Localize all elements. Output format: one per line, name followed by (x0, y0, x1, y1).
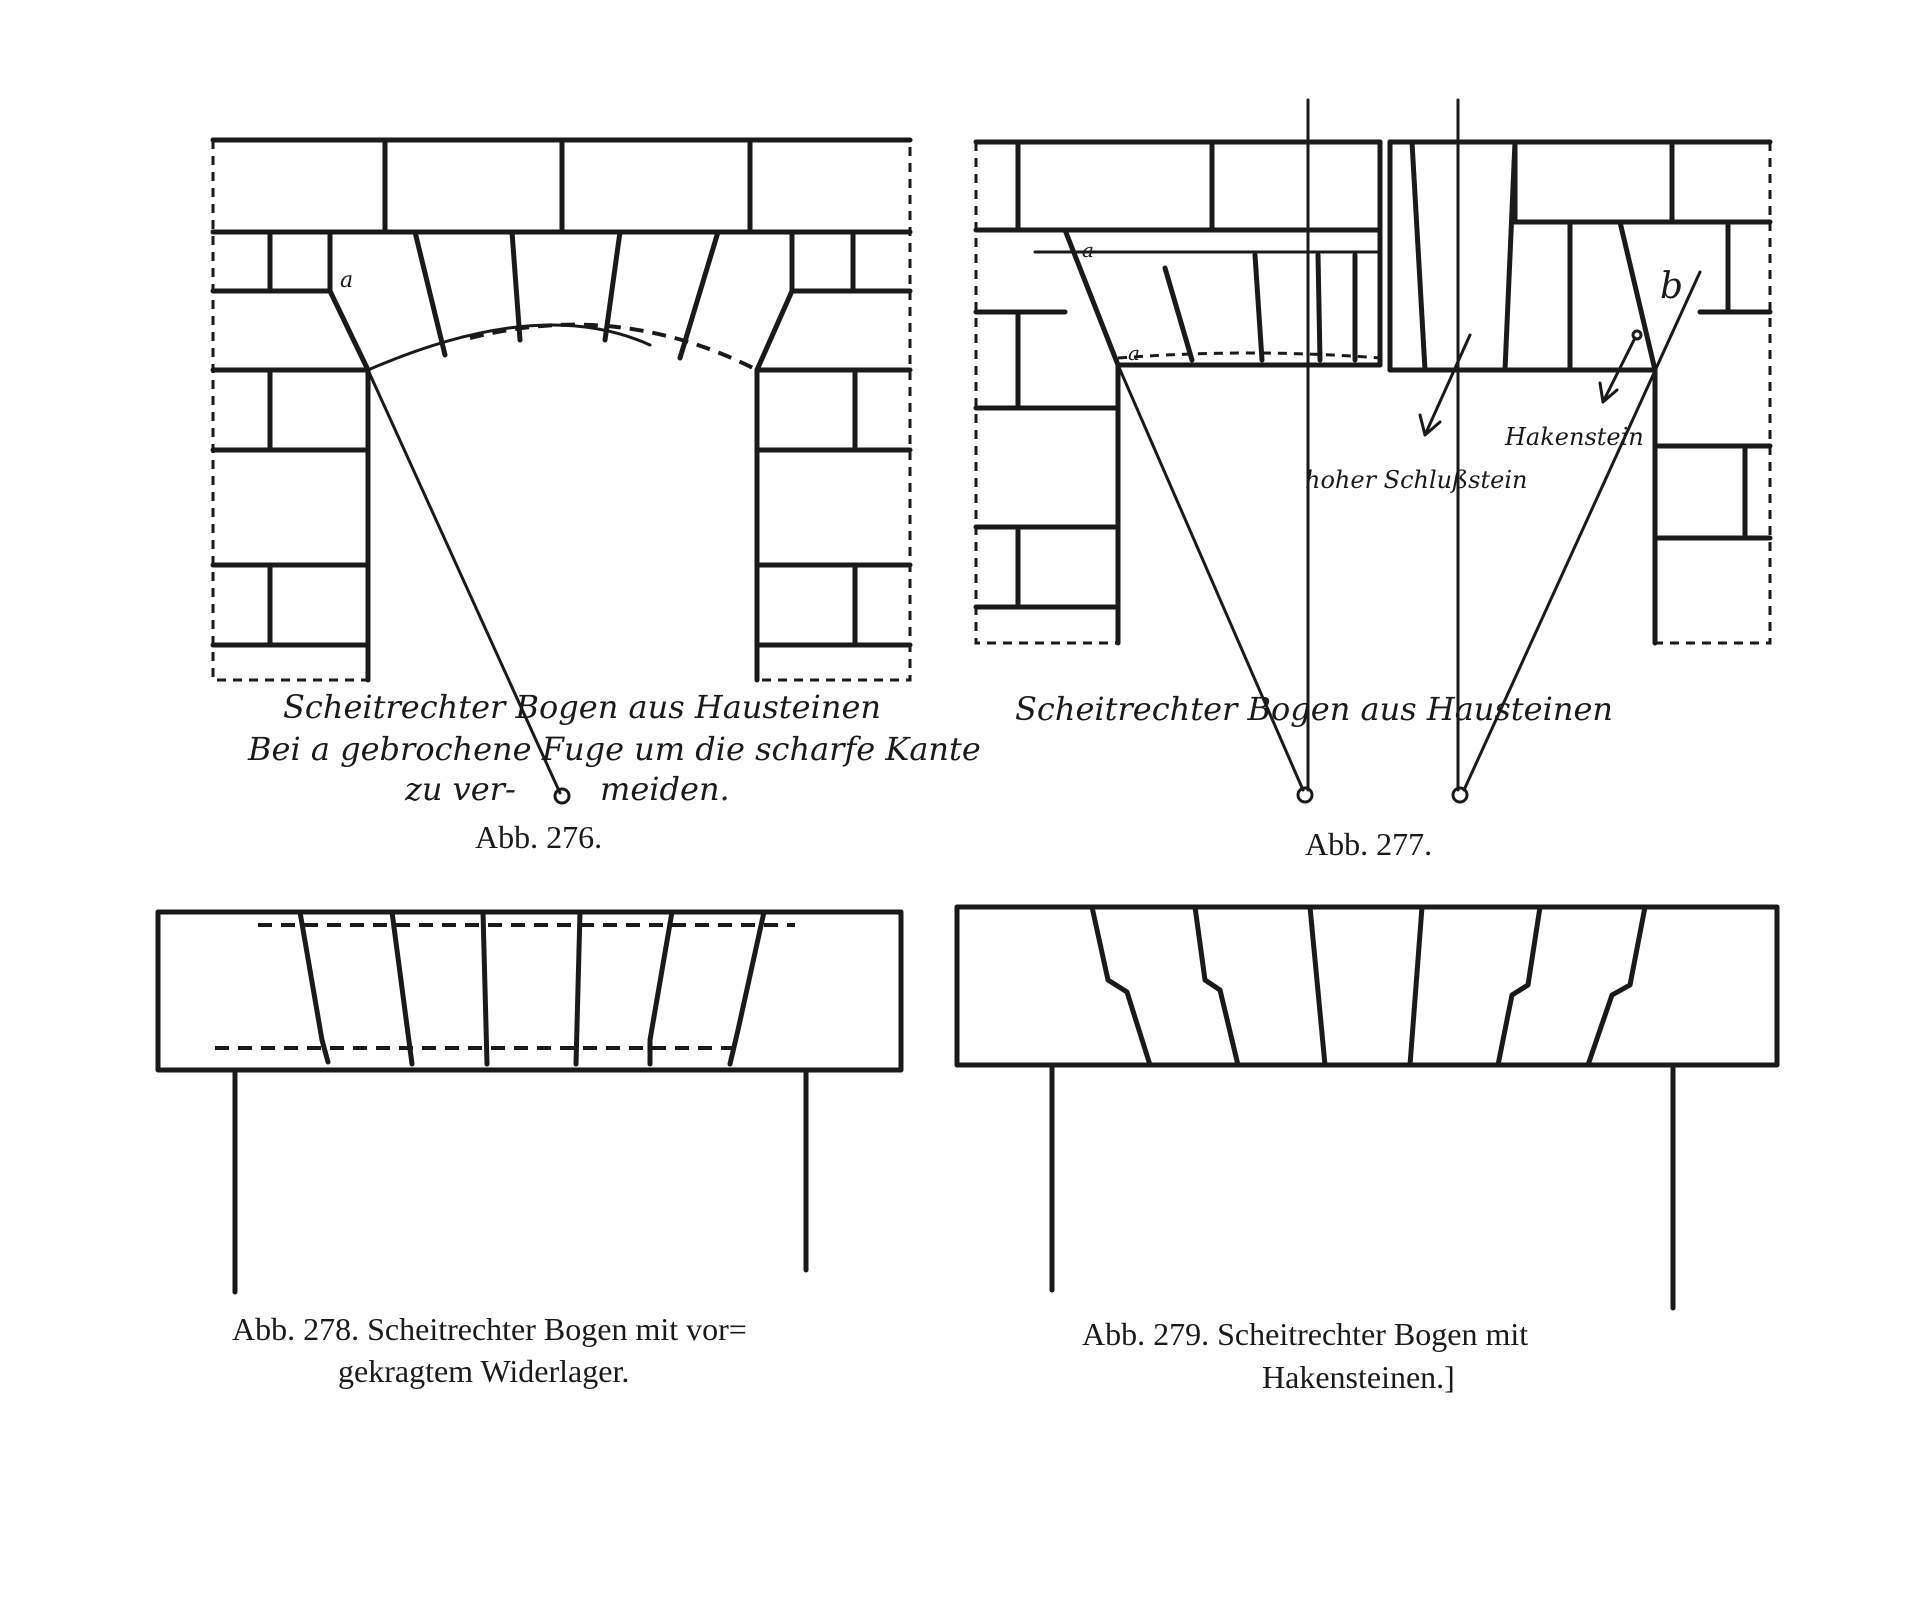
label-a-low: a (1128, 341, 1140, 365)
label-a-top: a (1082, 238, 1094, 262)
label-b: b (1660, 266, 1683, 307)
radial-line (366, 368, 562, 795)
caption-278-line2: gekragtem Widerlager. (338, 1353, 629, 1389)
caption-279-line1: Abb. 279. Scheitrechter Bogen mit (1082, 1316, 1528, 1352)
lintel-block (954, 904, 1780, 1068)
centre-point (553, 787, 571, 805)
script-line-1: Scheitrechter Bogen aus Hausteinen (283, 688, 881, 726)
arch-curve-dashed (469, 322, 758, 372)
caption-276: Abb. 276. (475, 819, 602, 855)
hakenstein-joint-1 (1089, 904, 1153, 1068)
radial-line-left (1116, 363, 1305, 792)
wall-outline-left (974, 142, 1118, 645)
script-line-2: Bei a gebrochene Fuge um die scharfe Kan… (247, 730, 981, 768)
skewback-left (327, 229, 371, 373)
caption-277: Abb. 277. (1305, 826, 1432, 862)
caption-279-line2: Hakensteinen.] (1262, 1359, 1455, 1395)
script-line-3b: meiden. (600, 770, 730, 808)
wall-outline-right (1655, 142, 1772, 645)
script-line: Scheitrechter Bogen aus Hausteinen (1015, 690, 1613, 728)
label-a: a (340, 268, 353, 293)
wall-outline-top-right (213, 138, 912, 682)
centre-point-right (1451, 786, 1469, 804)
centre-point-left (1296, 786, 1314, 804)
hakenstein-joint-3 (1495, 904, 1543, 1068)
caption-278-line1: Abb. 278. Scheitrechter Bogen mit vor= (232, 1311, 747, 1347)
lintel-block (155, 909, 904, 1073)
script-line-3a: zu ver- (404, 770, 516, 808)
figure-276: a Scheitrechter Bogen aus Hausteinen Bei… (210, 137, 981, 855)
label-schlussstein: hoher Schlußstein (1305, 466, 1527, 494)
hakenstein-joint-4 (1585, 904, 1648, 1068)
intrados-dashed (1117, 351, 1381, 360)
figure-278: Abb. 278. Scheitrechter Bogen mit vor= g… (155, 909, 904, 1389)
wall-outline-left (211, 140, 368, 682)
arch-curve (366, 323, 652, 372)
arrow-schlussstein (1418, 333, 1472, 437)
skewback-right (754, 229, 795, 373)
figure-279: Abb. 279. Scheitrechter Bogen mit Hakens… (954, 904, 1780, 1395)
figure-277: a a b hoher Schlußstein Hakenstein Schei… (973, 98, 1773, 862)
arrow-hakenstein (1598, 336, 1637, 404)
hakenstein-joint-2 (1192, 904, 1241, 1068)
label-hakenstein: Hakenstein (1504, 423, 1644, 451)
radial-line-right (1462, 270, 1702, 792)
